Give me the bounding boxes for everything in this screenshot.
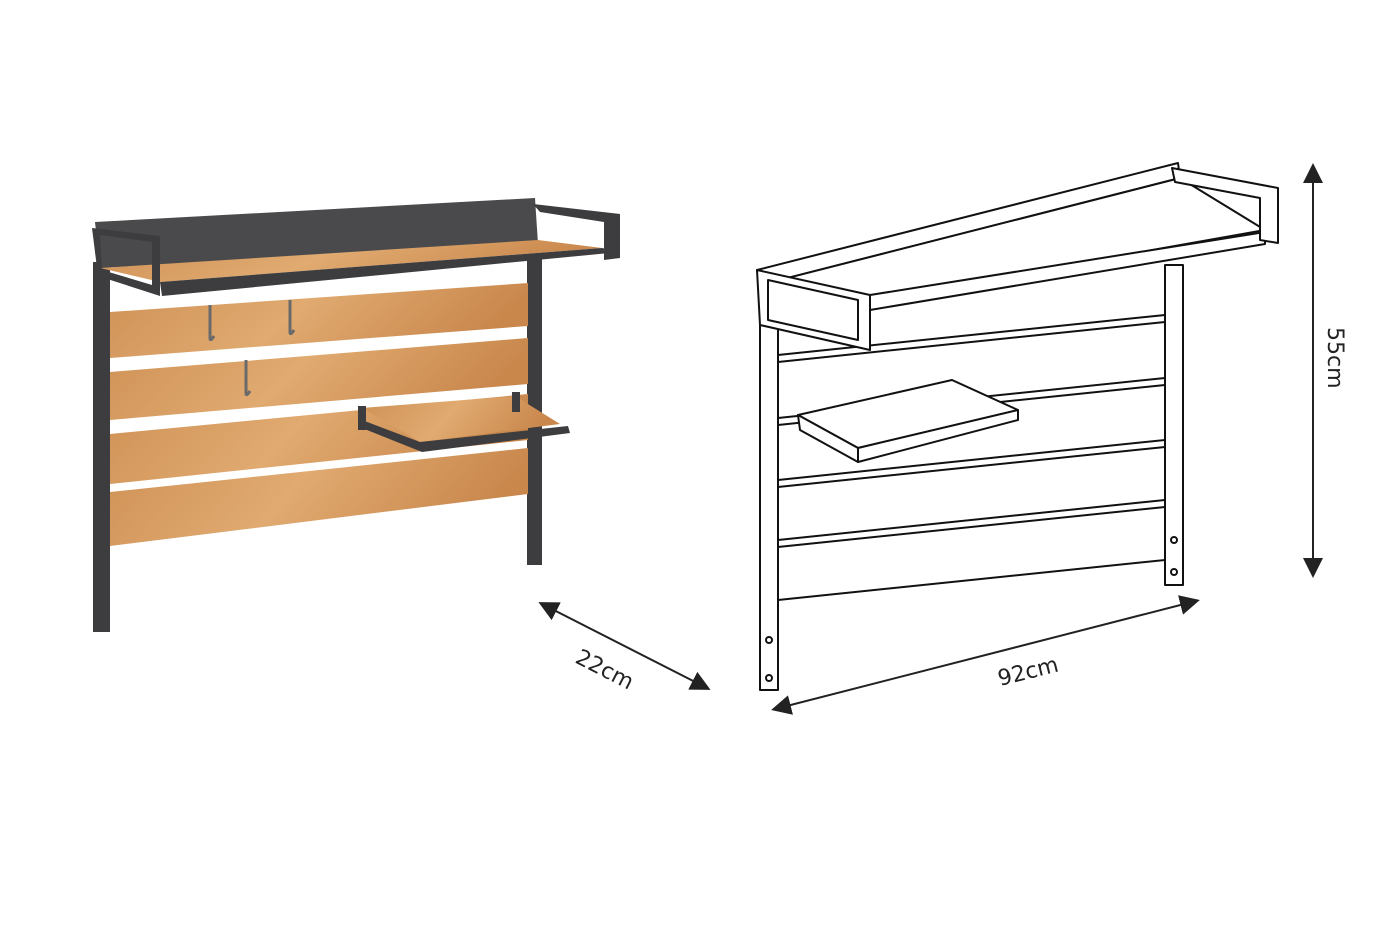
wood-slat [110,283,528,358]
top-shelf-surface [100,240,602,282]
height-label: 55cm [1322,327,1347,389]
product-photo [92,198,620,632]
line-drawing [756,162,1279,691]
top-shelf-back [95,198,538,268]
right-leg [1164,264,1184,586]
hook-icon [208,300,296,397]
depth-label: 22cm [571,645,637,695]
depth-arrow [538,602,711,690]
width-arrow [771,595,1200,715]
small-shelf-frame [362,420,570,452]
top-shelf-front [869,231,1266,311]
wood-slat [110,448,528,546]
small-shelf [362,396,560,442]
left-bracket [92,228,160,296]
width-label: 92cm [995,653,1061,692]
right-bracket [533,204,620,260]
top-shelf-front [160,248,620,296]
left-leg [93,262,110,632]
right-box [1171,167,1279,244]
wood-slat [110,338,528,420]
left-leg [759,319,779,691]
